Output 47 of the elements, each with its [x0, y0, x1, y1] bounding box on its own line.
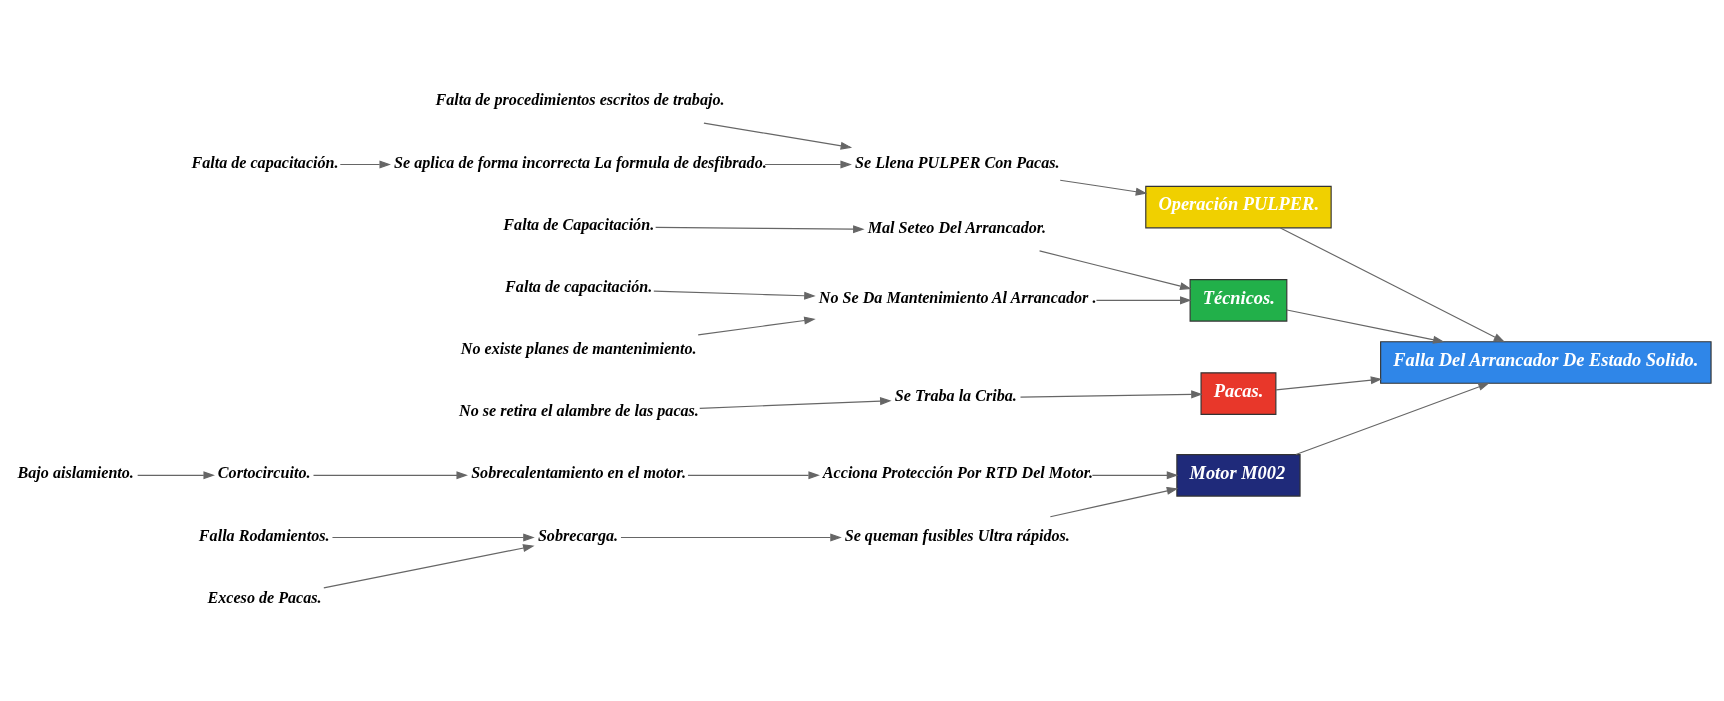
- arrow: [137, 470, 215, 479]
- node-text: Falta de capacitación.: [191, 153, 339, 171]
- arrow: [1038, 249, 1192, 290]
- arrow: [1049, 486, 1179, 517]
- arrow: [339, 159, 391, 169]
- node-text: No Se Da Mantenimiento Al Arrancador .: [818, 288, 1097, 306]
- node-text: Se Llena PULPER Con Pacas.: [855, 153, 1060, 171]
- arrow: [697, 316, 816, 335]
- node-text: No se retira el alambre de las pacas.: [459, 401, 699, 419]
- node-box: Falla Del Arrancador De Estado Solido.: [1380, 340, 1712, 384]
- arrow: [764, 159, 852, 169]
- node-text: Bajo aislamiento.: [17, 463, 134, 481]
- node-text: Sobrecalentamiento en el motor.: [471, 463, 686, 481]
- arrow: [653, 290, 816, 300]
- node-box: Operación PULPER.: [1145, 185, 1332, 228]
- node-text: Falta de procedimientos escritos de trabajo.: [435, 90, 725, 108]
- node-text: Se queman fusibles Ultra rápidos.: [844, 526, 1070, 544]
- node-text: Falla Rodamientos.: [198, 526, 330, 544]
- arrow: [331, 532, 535, 542]
- node-text: No existe planes de mantenimiento.: [460, 339, 697, 357]
- node-text: Se Traba la Criba.: [894, 386, 1017, 404]
- arrow: [1295, 382, 1490, 455]
- arrow: [1286, 308, 1445, 344]
- arrow: [1095, 295, 1192, 304]
- arrow: [1279, 226, 1506, 342]
- node-text: Falta de capacitación.: [505, 277, 653, 295]
- node-text: Acciona Protección Por RTD Del Motor.: [822, 463, 1094, 481]
- arrow: [323, 543, 535, 588]
- node-box: Pacas.: [1200, 371, 1277, 415]
- node-box: Motor M002: [1176, 453, 1301, 497]
- arrow: [1091, 470, 1179, 479]
- arrow: [703, 122, 853, 150]
- node-text: Falta de Capacitación.: [503, 215, 655, 233]
- arrow: [1275, 375, 1383, 390]
- node-text: Mal Seteo Del Arrancador.: [867, 218, 1047, 236]
- node-text: Exceso de Pacas.: [207, 588, 322, 606]
- arrow: [1059, 179, 1148, 196]
- arrow: [312, 470, 468, 479]
- node-text: Se aplica de forma incorrecta La formula de desfibrado.: [394, 153, 767, 171]
- arrow: [687, 470, 820, 479]
- node-box: Técnicos.: [1189, 278, 1288, 322]
- arrow: [655, 224, 865, 233]
- arrow: [1019, 389, 1203, 398]
- node-text: Sobrecarga.: [537, 526, 619, 544]
- arrow: [620, 532, 842, 542]
- arrow: [699, 396, 892, 409]
- node-text: Cortocircuito.: [217, 463, 311, 481]
